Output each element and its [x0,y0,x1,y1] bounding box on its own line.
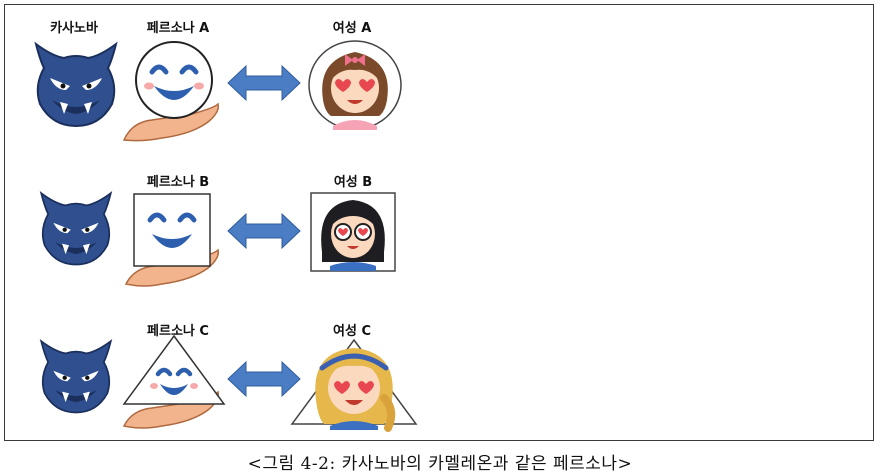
woman-b-portrait-icon [310,192,396,272]
woman-b-label: 여성 B [333,175,373,190]
persona-c-mask-icon [122,334,226,429]
persona-b-mask-icon [124,193,220,287]
kasanoba-monster-icon-c [40,340,112,414]
persona-c-label: 페르소나 C [147,324,209,339]
woman-c-label: 여성 C [333,324,371,339]
double-arrow-icon-c [227,360,301,398]
double-arrow-icon-a [227,64,301,102]
persona-a-mask-icon [122,41,220,142]
woman-a-portrait-icon [308,40,402,130]
kasanoba-monster-icon-a [35,43,117,127]
woman-c-portrait-icon [290,338,418,432]
woman-a-label: 여성 A [332,21,372,36]
persona-b-label: 페르소나 B [146,175,210,190]
figure-caption: <그림 4-2: 카사노바의 카멜레온과 같은 페르소나> [247,454,633,474]
kasanoba-monster-icon-b [40,192,112,266]
kasanoba-label: 카사노바 [50,21,98,36]
persona-a-label: 페르소나 A [146,21,210,36]
double-arrow-icon-b [227,212,301,250]
